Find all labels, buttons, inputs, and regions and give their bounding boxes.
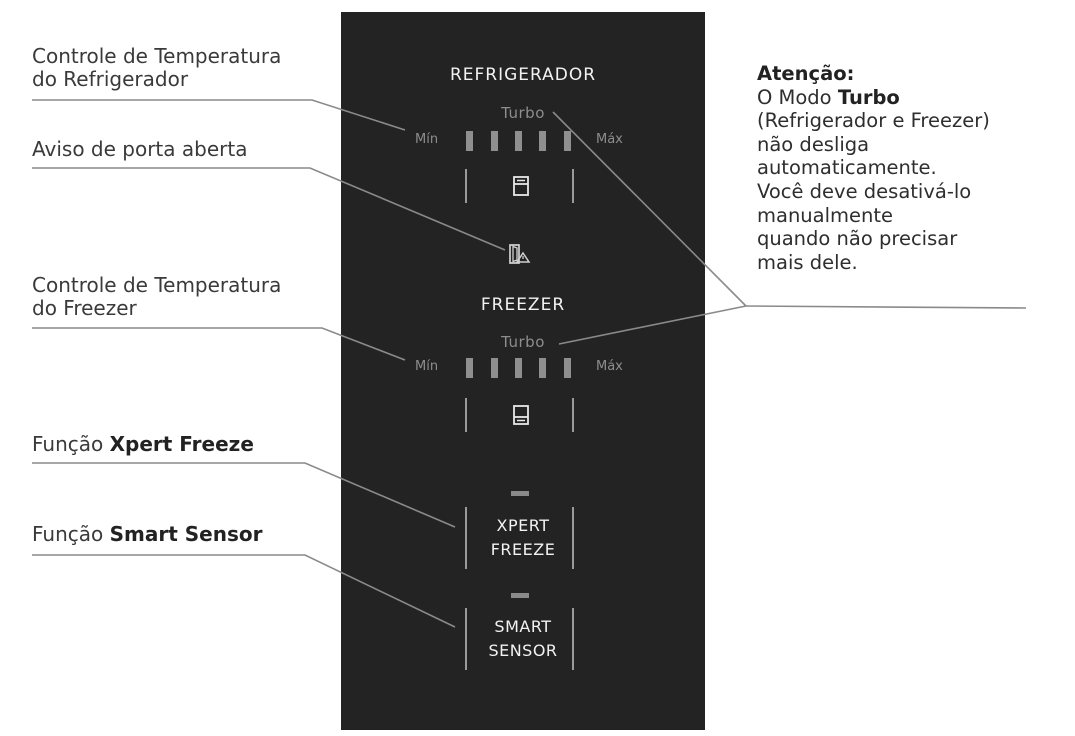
note-line6: manualmente (757, 203, 894, 227)
freezer-level-segment (564, 358, 571, 378)
smart-sensor-label-line2: SENSOR (488, 641, 558, 660)
refrigerator-level-segment (491, 131, 498, 151)
callout-freezer-temp-line1: Controle de Temperatura (32, 273, 282, 297)
button-border-left (465, 398, 467, 432)
note-line7: quando não precisar (757, 227, 958, 251)
callout-fridge-temp: Controle de Temperatura do Refrigerador (32, 45, 281, 91)
note-heading: Atenção: (757, 62, 855, 85)
callout-smart-bold: Smart Sensor (109, 522, 263, 546)
button-border-right (572, 169, 574, 203)
leader-line-xpert (32, 462, 456, 528)
turbo-attention-note: Atenção: O Modo Turbo (Refrigerador e Fr… (757, 62, 1047, 274)
callout-smart-prefix: Função (32, 522, 110, 546)
button-border-left (465, 608, 467, 670)
refrigerator-level-segment (466, 131, 473, 151)
button-border-right (572, 398, 574, 432)
callout-fridge-temp-line2: do Refrigerador (32, 67, 189, 91)
freezer-level-segment (539, 358, 546, 378)
callout-xpert-prefix: Função (32, 432, 110, 456)
note-line1-prefix: O Modo (757, 85, 838, 109)
leader-line-turbo-freezer (558, 305, 747, 345)
leader-line-door-alarm (32, 167, 506, 251)
refrigerator-title: REFRIGERADOR (449, 65, 597, 85)
button-border-left (465, 169, 467, 203)
note-line1-bold: Turbo (837, 85, 900, 109)
freezer-level-segment (491, 358, 498, 378)
freezer-max-label: Máx (596, 359, 623, 374)
refrigerator-level-segment (539, 131, 546, 151)
xpert-freeze-label-line1: XPERT (496, 516, 550, 535)
freezer-icon (513, 405, 529, 425)
note-line1: O Modo Turbo (757, 86, 1047, 110)
callout-smart-sensor: Função Smart Sensor (32, 523, 262, 546)
refrigerator-level-segment (515, 131, 522, 151)
freezer-turbo-label: Turbo (501, 333, 545, 351)
callout-xpert-bold: Xpert Freeze (109, 432, 254, 456)
note-line8: mais dele. (757, 250, 858, 274)
leader-line-freezer-temp (32, 327, 406, 361)
note-line3: não desliga (757, 132, 870, 156)
note-line5: Você deve desativá-lo (757, 179, 972, 203)
leader-line-note (745, 305, 1027, 309)
refrigerator-level-segment (564, 131, 571, 151)
leader-line-turbo-fridge (552, 111, 747, 307)
button-border-right (572, 507, 574, 569)
control-panel: REFRIGERADOR Turbo Mín Máx FREEZER Turbo… (341, 12, 705, 730)
callout-door-alarm: Aviso de porta aberta (32, 137, 248, 161)
callout-xpert-freeze: Função Xpert Freeze (32, 433, 254, 456)
leader-line-smart (32, 554, 456, 628)
button-border-right (572, 608, 574, 670)
smart-sensor-label-line1: SMART (494, 617, 552, 636)
freezer-level-segment (515, 358, 522, 378)
note-line2: (Refrigerador e Freezer) (757, 109, 990, 133)
xpert-freeze-indicator (511, 491, 529, 496)
callout-freezer-temp: Controle de Temperatura do Freezer (32, 274, 281, 320)
freezer-level-segment (466, 358, 473, 378)
refrigerator-icon (513, 176, 529, 196)
callout-fridge-temp-line1: Controle de Temperatura (32, 44, 282, 68)
refrigerator-max-label: Máx (596, 132, 623, 147)
leader-line-fridge-temp (32, 99, 406, 131)
note-line4: automaticamente. (757, 156, 937, 180)
freezer-title: FREEZER (480, 295, 566, 315)
refrigerator-turbo-label: Turbo (501, 104, 545, 122)
door-open-warning-icon (509, 244, 531, 264)
freezer-min-label: Mín (415, 359, 439, 374)
refrigerator-min-label: Mín (415, 132, 439, 147)
button-border-left (465, 507, 467, 569)
callout-freezer-temp-line2: do Freezer (32, 296, 137, 320)
xpert-freeze-label-line2: FREEZE (490, 540, 556, 559)
smart-sensor-indicator (511, 593, 529, 598)
